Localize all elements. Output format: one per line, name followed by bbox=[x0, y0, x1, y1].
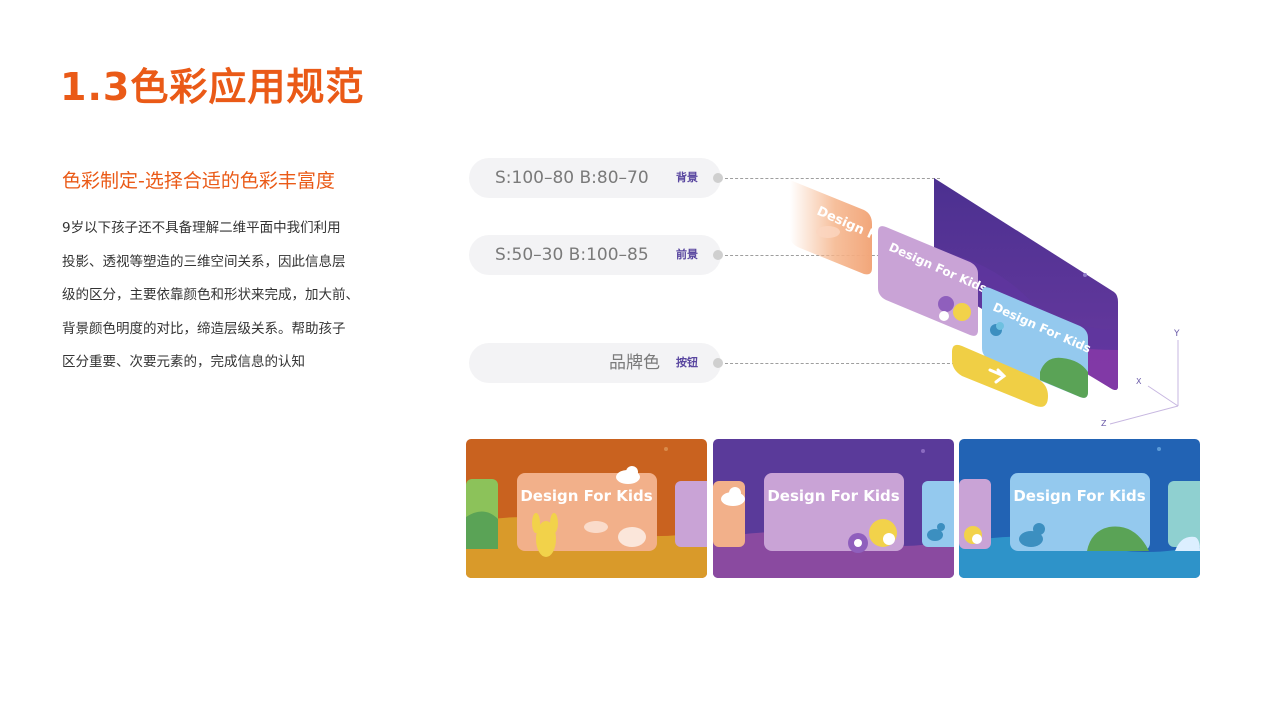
body-line: 背景颜色明度的对比，缔造层级关系。帮助孩子 bbox=[62, 320, 346, 337]
spec-pill-brand: 品牌色 按钮 bbox=[469, 343, 723, 383]
axis-label: Z bbox=[1101, 419, 1107, 428]
connector-line bbox=[725, 363, 955, 364]
brand-button-illustration bbox=[952, 344, 1048, 407]
spec-tag: 按钮 bbox=[676, 356, 698, 369]
page-title: 1.3色彩应用规范 bbox=[60, 65, 365, 109]
theme-card-purple: Design For Kids bbox=[713, 439, 954, 578]
spec-pill-foreground: S:50–30 B:100–85 前景 bbox=[469, 235, 723, 275]
connector-line bbox=[725, 178, 940, 179]
body-line: 投影、透视等塑造的三维空间关系，因此信息层 bbox=[62, 253, 346, 270]
spec-pill-background: S:100–80 B:80–70 背景 bbox=[469, 158, 723, 198]
axis-label: X bbox=[1136, 377, 1142, 386]
theme-card-orange: Design For Kids bbox=[466, 439, 707, 578]
connector-line bbox=[725, 255, 885, 256]
card-label: Design For Kids bbox=[520, 487, 653, 505]
body-line: 级的区分，主要依靠颜色和形状来完成，加大前、 bbox=[62, 287, 359, 304]
card-label: Design For Kids bbox=[1013, 487, 1146, 505]
theme-card-blue: Design For Kids bbox=[959, 439, 1200, 578]
body-line: 区分重要、次要元素的，完成信息的认知 bbox=[62, 354, 305, 371]
connector-dot bbox=[713, 250, 723, 260]
spec-value: S:100–80 B:80–70 bbox=[495, 168, 649, 188]
connector-dot bbox=[713, 173, 723, 183]
spec-value: 品牌色 bbox=[609, 353, 660, 373]
axis-gizmo: Y X Z bbox=[1101, 329, 1180, 428]
card-label: Design For Kids bbox=[767, 487, 900, 505]
connector-dot bbox=[713, 358, 723, 368]
section-subtitle: 色彩制定-选择合适的色彩丰富度 bbox=[62, 170, 335, 192]
section-body: 9岁以下孩子还不具备理解二维平面中我们利用 投影、透视等塑造的三维空间关系，因此… bbox=[62, 212, 392, 380]
spec-tag: 背景 bbox=[676, 171, 698, 184]
spec-value: S:50–30 B:100–85 bbox=[495, 245, 649, 265]
body-line: 9岁以下孩子还不具备理解二维平面中我们利用 bbox=[62, 220, 341, 236]
axis-label: Y bbox=[1173, 329, 1180, 339]
spec-tag: 前景 bbox=[676, 248, 698, 261]
